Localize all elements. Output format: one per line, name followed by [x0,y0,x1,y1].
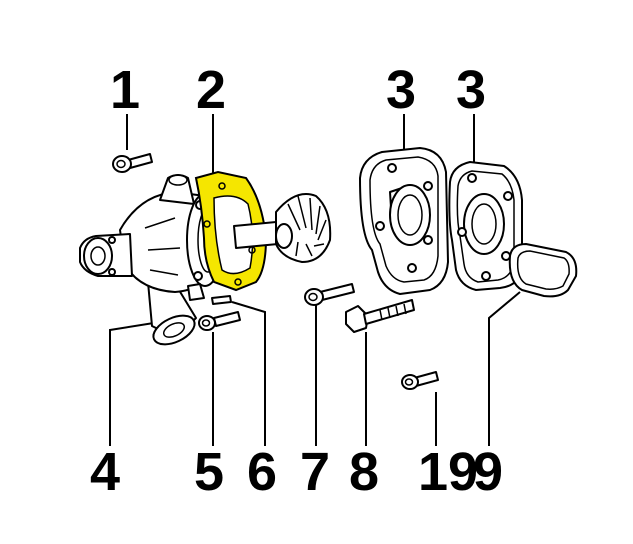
dowel-pin-part-6 [211,295,232,305]
callout-3-right: 3 [456,60,486,120]
callout-3-left: 3 [386,60,416,120]
callout-4: 4 [90,442,120,502]
callout-6: 6 [247,442,277,502]
callout-7: 7 [300,442,330,502]
impeller [233,193,332,263]
callout-5: 5 [194,442,224,502]
leader-4 [109,321,161,446]
bolt-part-1 [112,153,153,173]
cover-plate-part-3-left [359,147,449,295]
gasket-part-2 [194,170,268,292]
leader-lines [109,114,521,446]
seal-ring-part-9 [508,243,578,298]
leader-6 [231,301,266,446]
leader-9 [488,291,521,446]
cover-plate-part-3-right [448,161,523,291]
water-pump-housing-part-4 [79,174,224,346]
callout-2: 2 [196,60,226,120]
long-bolt-part-8 [345,299,415,333]
callout-9: 9 [473,442,503,502]
callout-19: 19 [418,442,478,502]
callout-8: 8 [349,442,379,502]
bolt-part-7 [304,283,355,306]
callout-1: 1 [110,60,140,120]
bolt-part-5 [198,311,241,331]
bolt-part-19 [401,371,439,390]
